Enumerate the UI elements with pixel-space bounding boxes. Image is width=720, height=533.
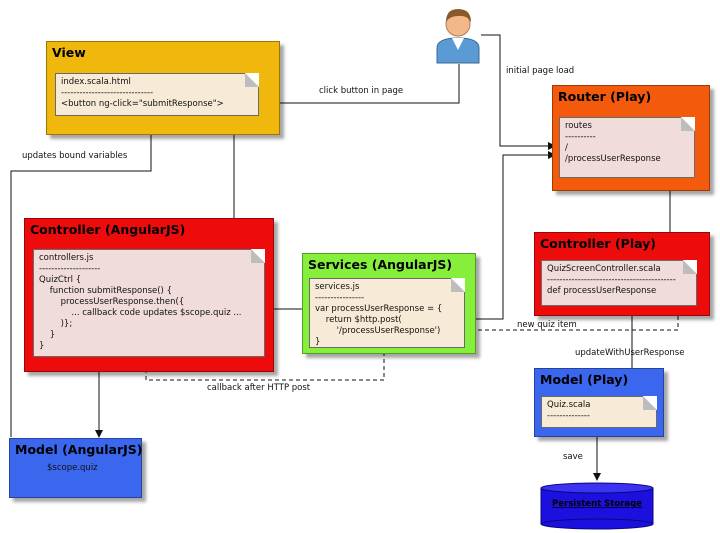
note-line: controllers.js <box>39 253 94 263</box>
note-line: } <box>315 337 321 347</box>
note-line: function submitResponse() { <box>39 286 172 296</box>
edge-click-button <box>258 64 460 107</box>
view-note: index.scala.html------------------------… <box>55 73 259 116</box>
note-line: ---------------- <box>315 293 365 303</box>
services-title: Services (AngularJS) <box>308 257 453 272</box>
note-line: /processUserResponse <box>565 154 661 164</box>
note-line: )}; <box>39 319 73 329</box>
view-box: View index.scala.html-------------------… <box>46 41 280 135</box>
note-line: return $http.post( <box>315 315 402 325</box>
label-new-quiz-item: new quiz item <box>517 320 577 330</box>
note-line: / <box>565 143 568 153</box>
edge-initial-page-load <box>481 34 556 150</box>
controller-angular-title: Controller (AngularJS) <box>30 222 186 237</box>
note-line: var processUserResponse = { <box>315 304 443 314</box>
note-line: } <box>39 330 56 340</box>
note-line: index.scala.html <box>61 77 131 87</box>
note-line: processUserResponse.then({ <box>39 297 185 307</box>
storage-label: Persistent Storage <box>552 499 642 509</box>
note-line: services.js <box>315 282 360 292</box>
note-line: ... callback code updates $scope.quiz ..… <box>39 308 242 318</box>
router-note: routes----------//processUserResponse <box>559 117 695 178</box>
controller-play-box: Controller (Play) QuizScreenController.s… <box>534 232 710 316</box>
view-title: View <box>52 45 86 60</box>
note-line: Quiz.scala <box>547 400 591 410</box>
note-line: '/processUserResponse') <box>315 326 441 336</box>
note-line: } <box>39 341 45 351</box>
persistent-storage-cylinder: Persistent Storage <box>540 482 654 530</box>
model-play-box: Model (Play) Quiz.scala-------------- <box>534 368 664 437</box>
model-angular-box: Model (AngularJS) $scope.quiz <box>9 438 142 498</box>
note-line: QuizCtrl { <box>39 275 82 285</box>
edge-services-to-router <box>465 151 556 320</box>
note-line: ----------------------------------------… <box>547 275 676 285</box>
model-play-note: Quiz.scala-------------- <box>541 396 657 428</box>
note-line: -------------------- <box>39 264 101 274</box>
label-updates-bound: updates bound variables <box>22 151 128 161</box>
user-icon <box>436 9 480 64</box>
label-initial-page-load: initial page load <box>506 66 575 76</box>
note-line: -------------- <box>547 411 590 421</box>
model-angular-value: $scope.quiz <box>47 463 98 473</box>
model-angular-title: Model (AngularJS) <box>15 442 143 457</box>
edge-new-quiz-item <box>464 309 679 334</box>
label-update-with-user-response: updateWithUserResponse <box>575 348 685 358</box>
note-line: ---------- <box>565 132 596 142</box>
controller-play-title: Controller (Play) <box>540 236 657 251</box>
model-play-title: Model (Play) <box>540 372 629 387</box>
note-line: def processUserResponse <box>547 286 657 296</box>
note-line: ------------------------------ <box>61 88 154 98</box>
note-line: routes <box>565 121 592 131</box>
router-title: Router (Play) <box>558 89 652 104</box>
note-line: <button ng-click="submitResponse"> <box>61 99 224 109</box>
controller-angular-note: controllers.js--------------------QuizCt… <box>33 249 265 357</box>
edge-updates-bound <box>10 119 155 437</box>
controller-angular-box: Controller (AngularJS) controllers.js---… <box>24 218 274 372</box>
router-box: Router (Play) routes----------//processU… <box>552 85 710 191</box>
services-note: services.js----------------var processUs… <box>309 278 465 348</box>
label-click-button: click button in page <box>319 86 404 96</box>
controller-play-note: QuizScreenController.scala--------------… <box>541 260 697 306</box>
services-box: Services (AngularJS) services.js--------… <box>302 253 476 354</box>
note-line: QuizScreenController.scala <box>547 264 661 274</box>
edge-callback-after-post <box>142 352 385 381</box>
label-callback-after-post: callback after HTTP post <box>207 383 311 393</box>
label-save: save <box>563 452 583 462</box>
